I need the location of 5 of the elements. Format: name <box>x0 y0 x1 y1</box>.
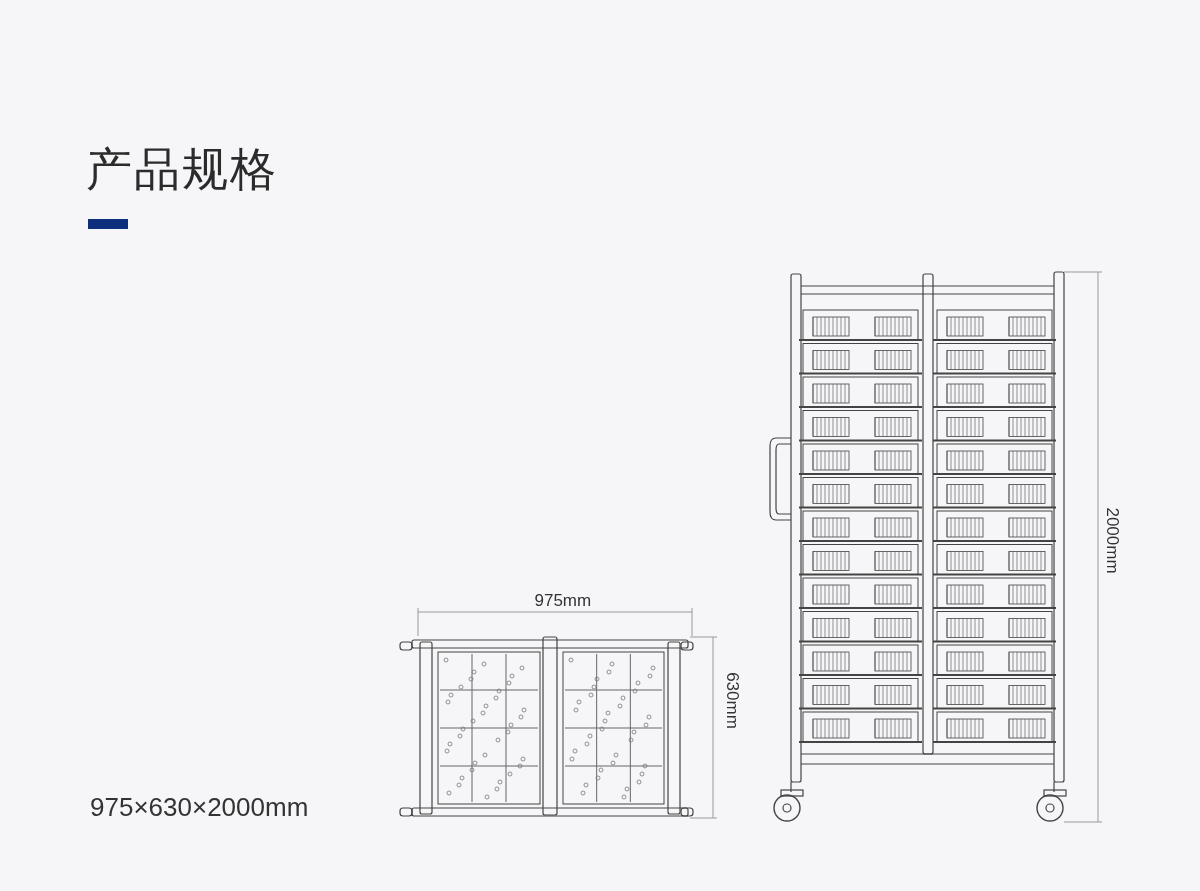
size-spec: 975×630×2000mm <box>90 792 309 822</box>
dimension-label: 975mm <box>534 589 592 611</box>
title: 产品规格 <box>86 142 278 196</box>
dimension-label: 630mm <box>721 671 743 729</box>
dimension-label: 2000mm <box>1101 506 1123 574</box>
